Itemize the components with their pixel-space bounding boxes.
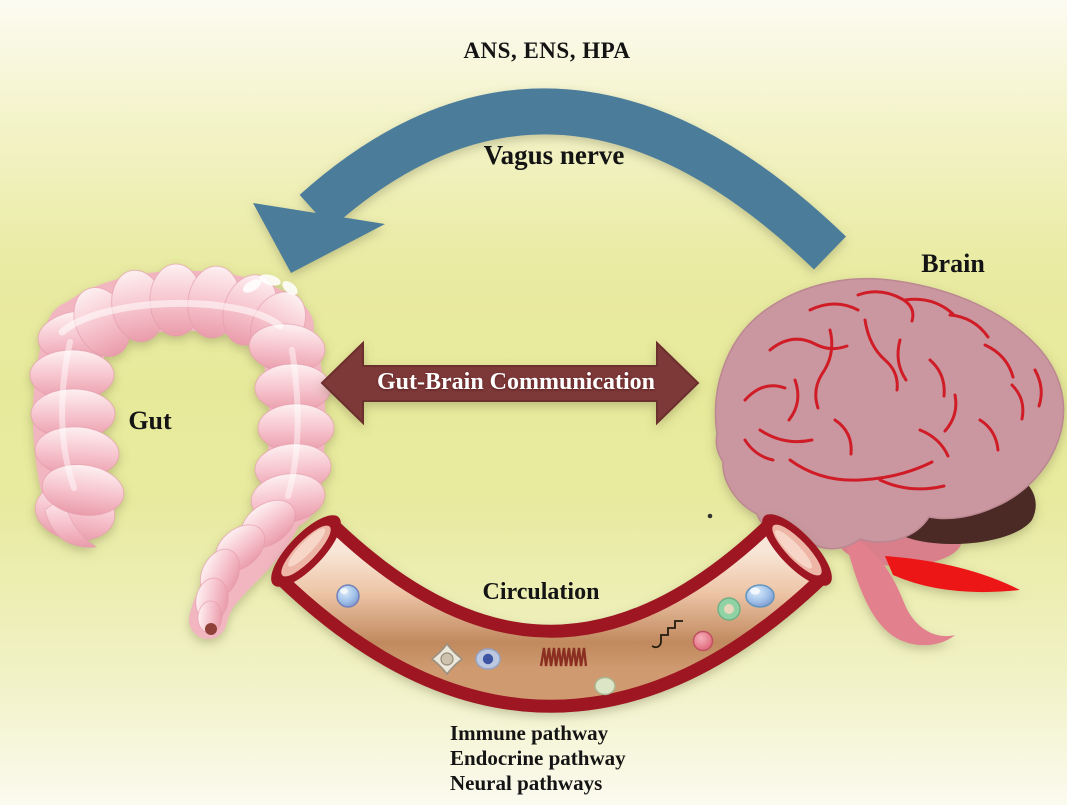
circulation-label: Circulation: [482, 579, 600, 605]
brainstem: [843, 532, 955, 646]
vessel-right-opening: [762, 514, 832, 586]
gut-label: Gut: [128, 406, 172, 435]
endocrine-pathway-label: Endocrine pathway: [450, 746, 626, 770]
gut-brain-arrow: [320, 340, 700, 426]
gut-ribbon-detail: [242, 274, 298, 295]
pathways-list: Immune pathway Endocrine pathway Neural …: [450, 721, 626, 796]
neural-pathways-label: Neural pathways: [450, 771, 603, 795]
stellate-cell-icon: [430, 642, 464, 676]
rectum-tip: [205, 623, 217, 635]
pale-green-cell-icon: [594, 676, 616, 696]
circulation-vessel: [271, 514, 832, 713]
vagus-arc-body: [299, 88, 846, 270]
vagus-nerve-arc: [253, 88, 846, 273]
brain-label: Brain: [921, 249, 985, 278]
ring-cell-icon: [717, 597, 741, 621]
molecule-zigzag-icon: [651, 620, 683, 649]
brainstem-red-sliver: [885, 556, 1020, 593]
cerebrum: [714, 277, 1065, 550]
blue-cell-icon: [336, 584, 360, 608]
pink-cell-icon: [692, 630, 714, 652]
ans-ens-hpa-label: ANS, ENS, HPA: [463, 38, 631, 63]
helical-protein-coil-icon: [539, 647, 588, 667]
brain-illustration: [714, 277, 1065, 646]
gut-illustration: [29, 263, 335, 639]
nucleated-immune-cell-icon: [475, 648, 501, 670]
gut-brain-communication-label: Gut-Brain Communication: [376, 369, 656, 395]
brain-vessels: [743, 290, 1043, 491]
vagus-arrowhead-icon: [253, 203, 385, 273]
stray-dot: [707, 513, 713, 519]
large-blue-cell-icon: [745, 584, 775, 608]
immune-pathway-label: Immune pathway: [450, 721, 609, 745]
vessel-left-opening: [271, 515, 341, 587]
vagus-nerve-label: Vagus nerve: [483, 140, 625, 170]
